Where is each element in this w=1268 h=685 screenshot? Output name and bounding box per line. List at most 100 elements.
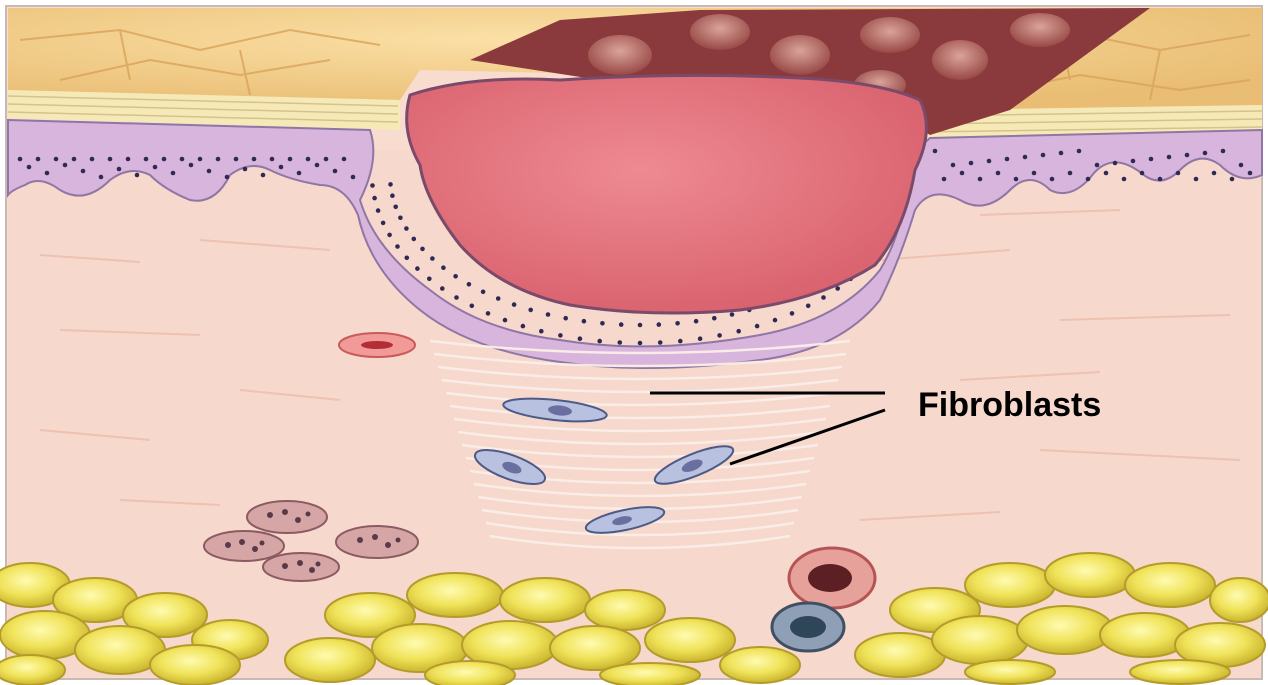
epidermis-nucleus — [135, 173, 140, 178]
epidermis-nucleus — [243, 167, 248, 172]
epidermis-nucleus — [398, 216, 403, 221]
epidermis-nucleus — [712, 316, 717, 321]
epidermis-nucleus — [405, 255, 410, 260]
epidermis-nucleus — [736, 329, 741, 334]
epidermis-nucleus — [1194, 177, 1199, 182]
epidermis-nucleus — [467, 282, 472, 287]
epidermis-nucleus — [333, 169, 338, 174]
epidermis-nucleus — [395, 244, 400, 249]
epidermis-nucleus — [521, 324, 526, 329]
fat-cell — [0, 655, 65, 685]
epidermis-nucleus — [279, 165, 284, 170]
epidermis-nucleus — [528, 308, 533, 313]
epidermis-nucleus — [381, 221, 386, 226]
epidermis-nucleus — [171, 171, 176, 176]
fat-cell — [285, 638, 375, 682]
epidermis-nucleus — [1185, 153, 1190, 158]
epidermis-nucleus — [563, 316, 568, 321]
epidermis-nucleus — [1239, 163, 1244, 168]
epidermis-nucleus — [558, 333, 563, 338]
epidermis-nucleus — [773, 318, 778, 323]
epidermis-nucleus — [27, 165, 32, 170]
epidermis-nucleus — [162, 157, 167, 162]
epidermis-nucleus — [1032, 171, 1037, 176]
epidermis-nucleus — [578, 336, 583, 341]
epidermis-nucleus — [1221, 149, 1226, 154]
epidermis-nucleus — [1167, 155, 1172, 160]
epidermis-nucleus — [942, 177, 947, 182]
epidermis-nucleus — [1023, 155, 1028, 160]
epidermis-nucleus — [806, 304, 811, 309]
epidermis-nucleus — [441, 265, 446, 270]
epidermis-nucleus — [376, 208, 381, 213]
epidermis-nucleus — [658, 340, 663, 345]
epidermis-nucleus — [288, 157, 293, 162]
blood-vessel-small-lumen — [361, 341, 393, 349]
epidermis-nucleus — [216, 157, 221, 162]
fat-cell — [150, 645, 240, 685]
epidermis-nucleus — [297, 171, 302, 176]
fat-cell — [407, 573, 503, 617]
epidermis-nucleus — [1050, 177, 1055, 182]
epidermis-nucleus — [81, 169, 86, 174]
epidermis-nucleus — [45, 171, 50, 176]
epidermis-nucleus — [1104, 171, 1109, 176]
epidermis-nucleus — [496, 296, 501, 301]
epidermis-nucleus — [694, 319, 699, 324]
epidermis-nucleus — [54, 157, 59, 162]
epidermis-nucleus — [1014, 177, 1019, 182]
epidermis-nucleus — [1140, 171, 1145, 176]
fat-cell — [600, 663, 700, 685]
epidermis-nucleus — [412, 237, 417, 242]
epidermis-nucleus — [372, 196, 377, 201]
fat-cell — [720, 647, 800, 683]
epidermis-nucleus — [1122, 177, 1127, 182]
epidermis-nucleus — [675, 321, 680, 326]
fat-cell — [1125, 563, 1215, 607]
epidermis-nucleus — [582, 319, 587, 324]
fat-cell — [1210, 578, 1268, 622]
epidermis-nucleus — [225, 175, 230, 180]
epidermis-nucleus — [315, 163, 320, 168]
epidermis-nucleus — [1212, 171, 1217, 176]
epidermis-nucleus — [117, 167, 122, 172]
fat-cell — [1130, 660, 1230, 684]
epidermis-nucleus — [619, 322, 624, 327]
epidermis-nucleus — [1230, 177, 1235, 182]
epidermis-nucleus — [1203, 151, 1208, 156]
fat-cell — [932, 616, 1028, 664]
epidermis-nucleus — [1068, 171, 1073, 176]
epidermis-nucleus — [351, 175, 356, 180]
fat-cell — [585, 590, 665, 630]
epidermis-nucleus — [393, 205, 398, 210]
epidermis-nucleus — [638, 323, 643, 328]
fat-cell — [645, 618, 735, 662]
epidermis-nucleus — [503, 318, 508, 323]
epidermis-nucleus — [678, 339, 683, 344]
epidermis-nucleus — [430, 256, 435, 261]
epidermis-nucleus — [1059, 151, 1064, 156]
blood-vessel-blue-lumen — [790, 616, 826, 638]
fat-cell — [965, 660, 1055, 684]
epidermis-nucleus — [153, 165, 158, 170]
epidermis-nucleus — [1095, 163, 1100, 168]
fat-cell — [1045, 553, 1135, 597]
blood-vessel-red-lumen — [808, 564, 852, 592]
epidermis-nucleus — [821, 295, 826, 300]
epidermis-nucleus — [99, 175, 104, 180]
epidermis-nucleus — [933, 149, 938, 154]
epidermis-nucleus — [387, 233, 392, 238]
epidermis-nucleus — [717, 333, 722, 338]
epidermis-nucleus — [261, 173, 266, 178]
epidermis-nucleus — [252, 157, 257, 162]
epidermis-nucleus — [481, 290, 486, 295]
fat-cell — [500, 578, 590, 622]
epidermis-nucleus — [951, 163, 956, 168]
epidermis-nucleus — [234, 157, 239, 162]
epidermis-nucleus — [390, 193, 395, 198]
epidermis-nucleus — [638, 341, 643, 346]
epidermis-nucleus — [512, 302, 517, 307]
epidermis-nucleus — [342, 157, 347, 162]
epidermis-nucleus — [453, 274, 458, 279]
